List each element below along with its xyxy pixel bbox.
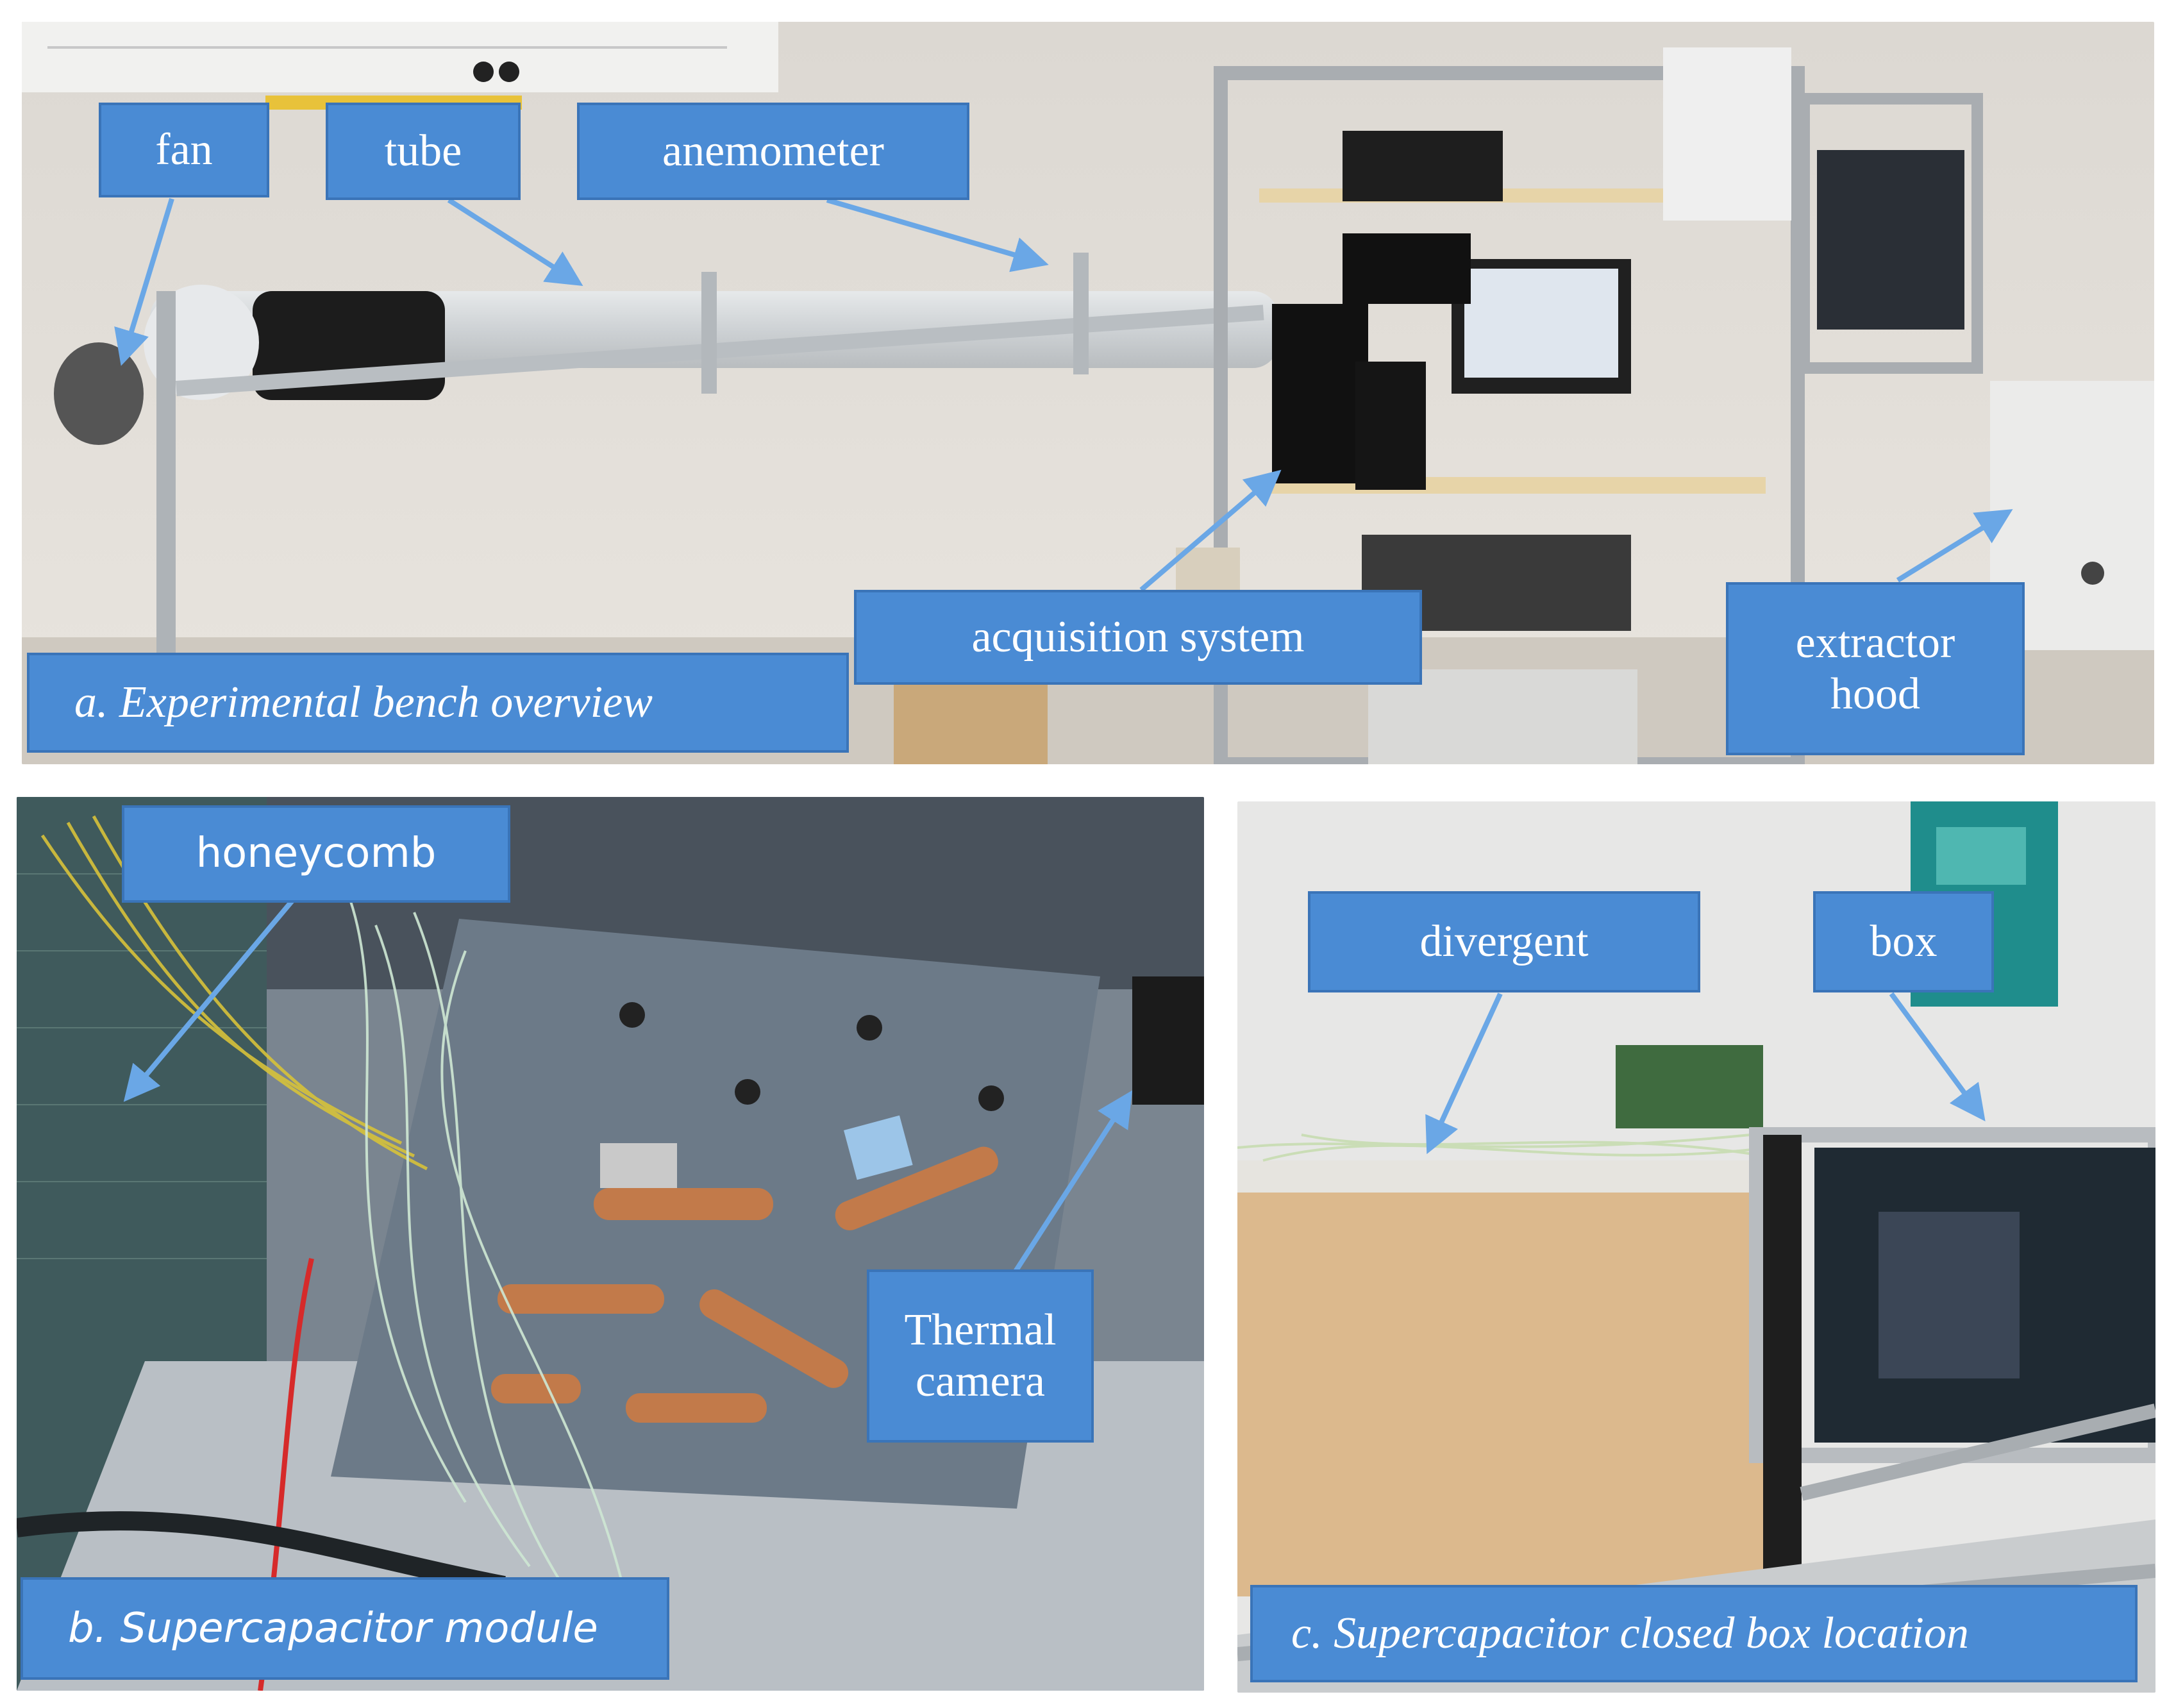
fan-label: fan: [99, 103, 269, 197]
panel-a-caption: a. Experimental bench overview: [27, 653, 849, 753]
panel-b-caption: b. Supercapacitor module: [21, 1577, 669, 1680]
anemometer-label: anemometer: [577, 103, 969, 200]
box-label: box: [1813, 891, 1994, 992]
panel-c-caption: c. Supercapacitor closed box location: [1250, 1585, 2138, 1682]
acquisition-system-label: acquisition system: [854, 590, 1422, 685]
honeycomb-label: honeycomb: [122, 805, 510, 903]
supercapacitor-module-image: [17, 797, 1204, 1691]
divergent-label: divergent: [1308, 891, 1700, 992]
panel-b-photo: [17, 797, 1204, 1691]
extractor-hood-label: extractor hood: [1726, 582, 2025, 755]
thermal-camera-label: Thermal camera: [867, 1269, 1094, 1443]
tube-label: tube: [326, 103, 521, 200]
